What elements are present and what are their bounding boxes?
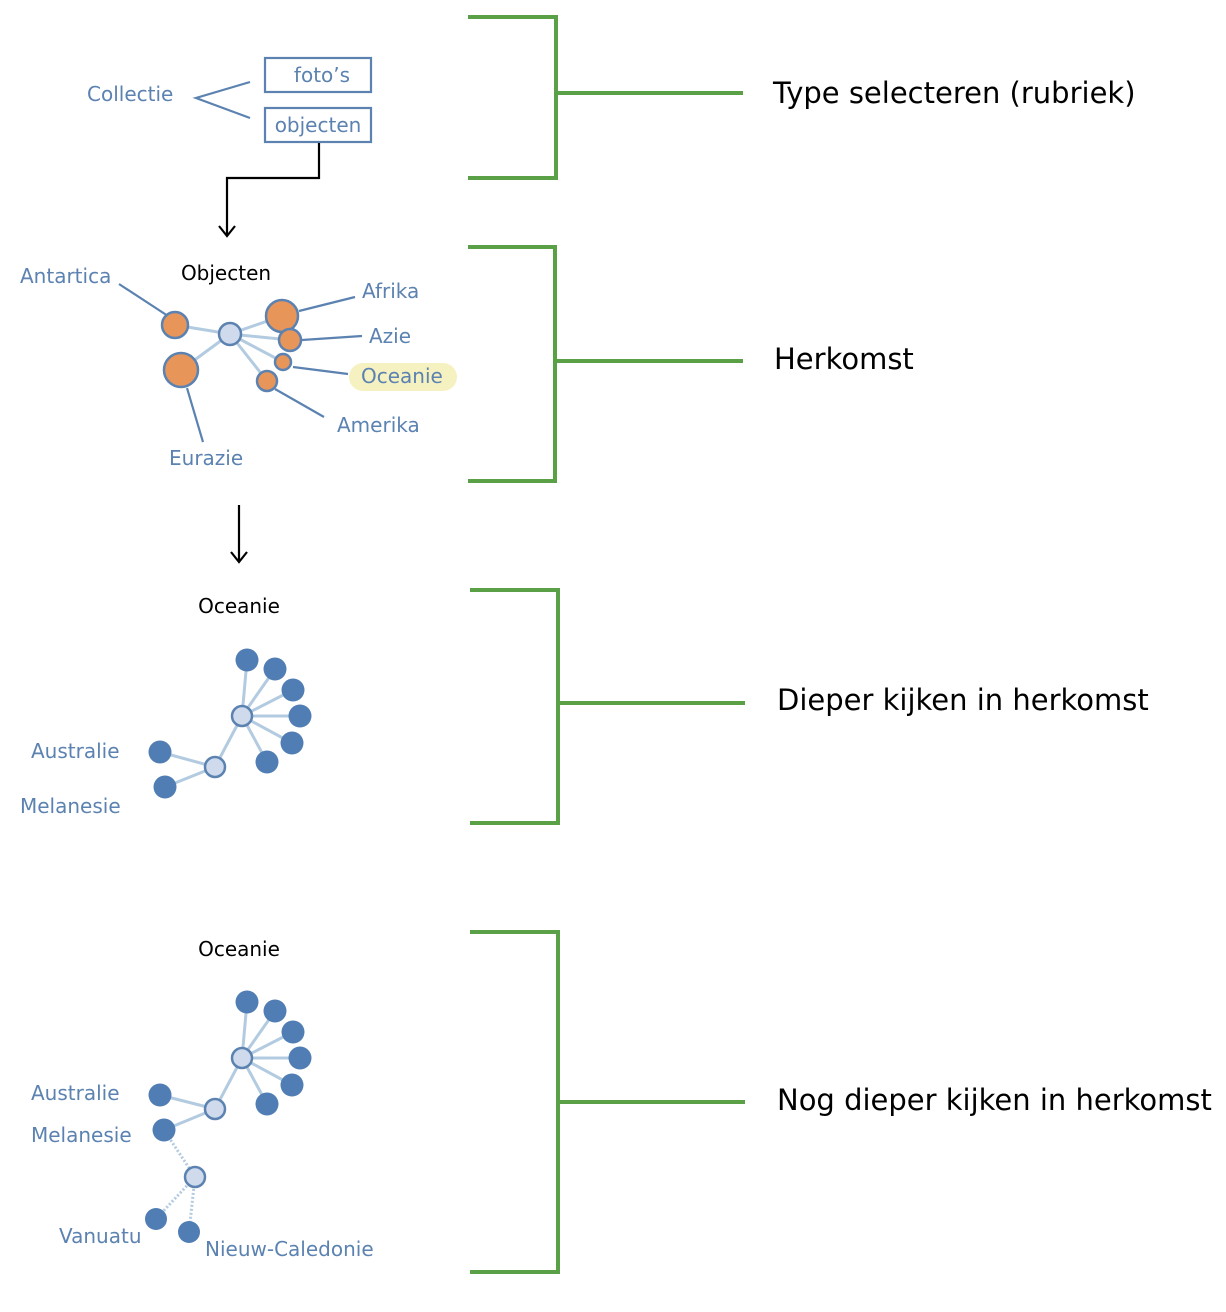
label-australie: Australie [31, 1081, 120, 1105]
bracket-step3 [470, 588, 745, 825]
node-oceanie[interactable] [273, 352, 293, 372]
leader-oceanie [292, 365, 349, 376]
node-australie[interactable] [148, 1083, 172, 1107]
node-australie[interactable] [148, 740, 172, 764]
oceanie-hub-node[interactable] [230, 1046, 254, 1070]
node-eurazie[interactable] [162, 351, 200, 389]
label-afrika: Afrika [362, 279, 419, 303]
collection-branch-connector [192, 80, 251, 120]
region-node[interactable] [263, 999, 287, 1023]
region-node[interactable] [235, 990, 259, 1014]
step3-oceanie-graph: Oceanie Australie Melanesie [20, 594, 312, 818]
node-nieuw-caledonie[interactable] [178, 1221, 200, 1243]
arrow-head-2 [230, 551, 248, 564]
type-objects-box[interactable] [263, 106, 373, 144]
step3-title: Oceanie [198, 594, 280, 618]
step3-label: Dieper kijken in herkomst [777, 683, 1149, 717]
label-melanesie: Melanesie [31, 1123, 132, 1147]
label-nieuw-caledonie: Nieuw-Caledonie [205, 1237, 374, 1261]
label-antartica: Antartica [20, 264, 111, 288]
label-australie: Australie [31, 739, 120, 763]
region-node[interactable] [255, 750, 279, 774]
sub-hub-node[interactable] [203, 755, 227, 779]
step2-continent-graph: Objecten Antartica Eurazie Afrika Azie O… [20, 261, 457, 564]
type-photos-label: foto’s [294, 63, 350, 87]
objects-hub-node[interactable] [217, 321, 243, 347]
bracket-step4 [470, 930, 745, 1274]
arrow-head-1 [218, 225, 236, 238]
oceanie-hub-node[interactable] [230, 704, 254, 728]
step1-label: Type selecteren (rubriek) [772, 76, 1136, 110]
step4-oceanie-deeper-graph: Oceanie Australie Melanesie Vanuatu Nieu… [31, 937, 374, 1261]
node-vanuatu[interactable] [145, 1208, 167, 1230]
region-node[interactable] [280, 731, 304, 755]
leader-afrika [298, 295, 356, 313]
objects-title: Objecten [181, 261, 271, 285]
step4-label: Nog dieper kijken in herkomst [777, 1083, 1212, 1117]
collection-label: Collectie [87, 82, 173, 106]
oceanie-highlight [349, 363, 457, 391]
leader-eurazie [185, 387, 205, 443]
region-node[interactable] [288, 1046, 312, 1070]
region-node[interactable] [281, 678, 305, 702]
step4-title: Oceanie [198, 937, 280, 961]
step-brackets: Type selecteren (rubriek) Herkomst Diepe… [468, 15, 1212, 1274]
label-eurazie: Eurazie [169, 446, 243, 470]
node-melanesie[interactable] [152, 1118, 176, 1142]
leader-antartica [118, 283, 169, 317]
sub-hub-node[interactable] [203, 1097, 227, 1121]
region-node[interactable] [288, 704, 312, 728]
node-afrika[interactable] [264, 298, 300, 334]
region-node[interactable] [280, 1073, 304, 1097]
label-vanuatu: Vanuatu [59, 1224, 142, 1248]
node-melanesie[interactable] [153, 775, 177, 799]
melanesie-hub-node[interactable] [183, 1165, 207, 1189]
leader-azie [301, 334, 363, 342]
bracket-step1 [468, 15, 743, 180]
step2-label: Herkomst [774, 342, 914, 376]
arrow-step1-to-step2 [225, 143, 321, 236]
type-photos-box[interactable] [263, 56, 373, 94]
step1-type-selection: Collectie foto’s objecten [87, 56, 373, 238]
node-azie[interactable] [277, 327, 303, 353]
node-amerika[interactable] [255, 369, 279, 393]
leader-amerika [274, 388, 325, 418]
region-node[interactable] [235, 648, 259, 672]
node-antartica[interactable] [160, 310, 190, 340]
label-melanesie: Melanesie [20, 794, 121, 818]
label-amerika: Amerika [337, 413, 420, 437]
label-oceanie[interactable]: Oceanie [361, 364, 443, 388]
label-azie: Azie [369, 324, 411, 348]
bracket-step2 [468, 245, 743, 483]
region-node[interactable] [281, 1020, 305, 1044]
type-objects-label: objecten [275, 113, 362, 137]
region-node[interactable] [263, 657, 287, 681]
region-node[interactable] [255, 1092, 279, 1116]
